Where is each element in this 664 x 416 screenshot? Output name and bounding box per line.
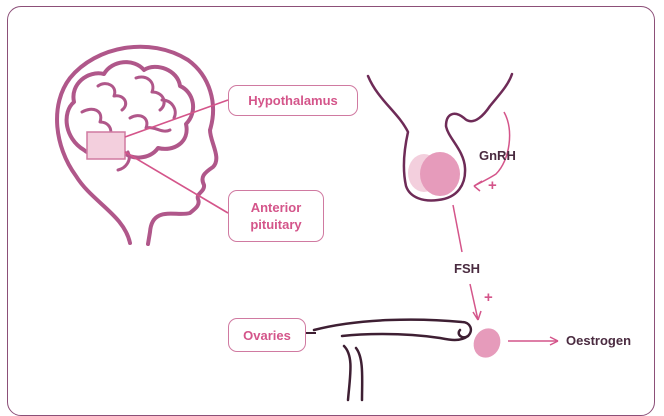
hypothalamus-label: Hypothalamus	[228, 85, 358, 116]
anterior-pituitary-label: Anterior pituitary	[228, 190, 324, 242]
brain-fold-1	[98, 84, 126, 110]
fsh-label: FSH	[454, 261, 480, 276]
ovaries-label: Ovaries	[228, 318, 306, 352]
oestrogen-arrow	[508, 337, 558, 345]
gnrh-plus-sign: +	[488, 177, 497, 194]
ovaries-text: Ovaries	[243, 327, 291, 344]
connector-anterior-pituitary	[125, 152, 228, 213]
head-brain-icon	[57, 47, 216, 244]
anterior-pituitary-text-line2: pituitary	[250, 216, 301, 233]
ovary-icon	[469, 324, 505, 362]
uterus-icon	[314, 320, 471, 400]
brain-fold-2	[136, 77, 164, 110]
gnrh-label: GnRH	[479, 148, 516, 163]
anterior-lobe	[420, 152, 460, 196]
brain-highlight-box	[87, 132, 125, 159]
oestrogen-label: Oestrogen	[566, 333, 631, 348]
anterior-pituitary-text-line1: Anterior	[251, 199, 302, 216]
fsh-plus-sign: +	[484, 289, 493, 306]
hypothalamus-text: Hypothalamus	[248, 92, 338, 109]
